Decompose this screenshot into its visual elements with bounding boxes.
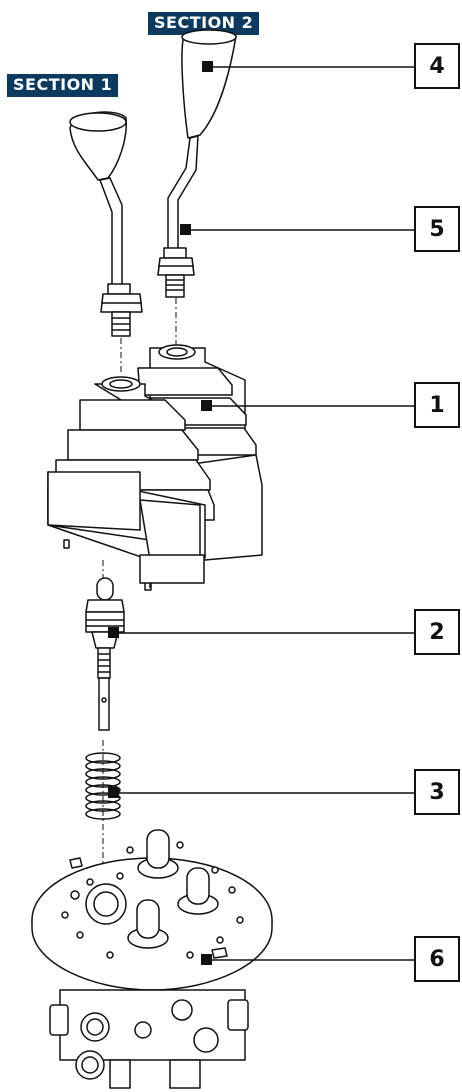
section-2-label: SECTION 2 <box>148 12 260 35</box>
callout-5: 5 <box>414 206 460 252</box>
section-2-lever <box>157 29 237 298</box>
plunger <box>85 577 125 731</box>
callout-1: 1 <box>414 382 460 428</box>
callout-3: 3 <box>414 769 460 815</box>
valve-body <box>31 829 273 1089</box>
callout-2: 2 <box>414 609 460 655</box>
callout-4: 4 <box>414 43 460 89</box>
boot-housing <box>47 344 263 591</box>
callout-6: 6 <box>414 936 460 982</box>
spring <box>85 752 121 820</box>
section-1-label: SECTION 1 <box>7 74 119 97</box>
section-1-lever <box>69 111 143 337</box>
